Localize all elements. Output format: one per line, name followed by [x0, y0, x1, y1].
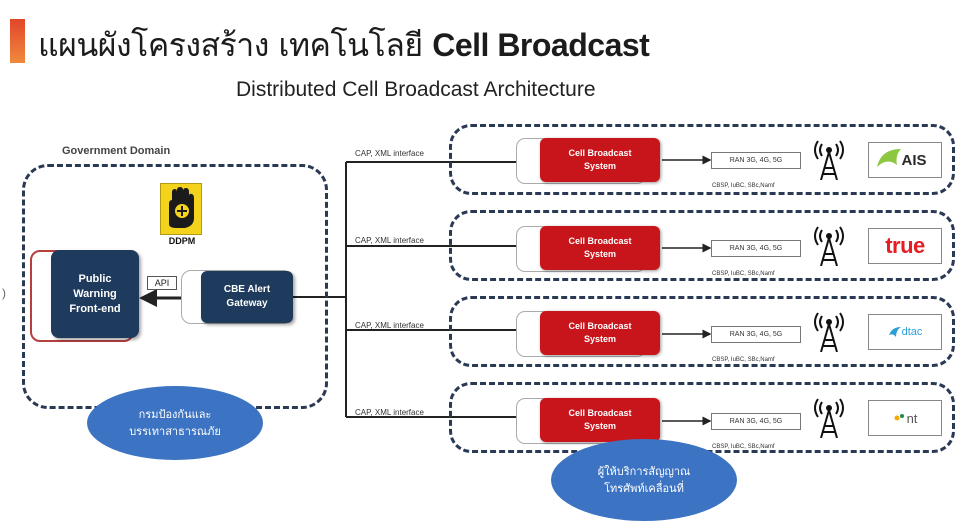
- cbs-line: System: [583, 161, 617, 171]
- dtac-wing-icon: [888, 327, 901, 337]
- cbs-line: System: [583, 249, 617, 259]
- title-thai: แผนผังโครงสร้าง เทคโนโลยี: [38, 26, 433, 64]
- ran-label: RAN 3G, 4G, 5G: [711, 413, 801, 430]
- api-label: API: [147, 276, 177, 290]
- ran-interfaces-label: CBSP, IuBC, SBc,Namf: [712, 271, 775, 277]
- public-warning-line: Front-end: [69, 302, 121, 315]
- cap-interface-label: CAP, XML interface: [355, 321, 424, 330]
- government-oval-line: กรมป้องกันและ: [138, 408, 212, 421]
- cap-interface-label: CAP, XML interface: [355, 149, 424, 158]
- cbe-gateway-line: CBE Alert: [223, 284, 271, 295]
- public-warning-frontend-box: Public Warning Front-end: [51, 250, 139, 338]
- public-warning-line: Warning: [73, 287, 117, 300]
- operator-box-true: [449, 210, 955, 281]
- operator-box-dtac: [449, 296, 955, 367]
- cbs-line: Cell Broadcast: [568, 236, 632, 246]
- cbe-gateway-line: Gateway: [226, 298, 268, 309]
- ran-interfaces-label: CBSP, IuBC, SBc,Namf: [712, 444, 775, 450]
- dtac-logo: dtac: [868, 314, 942, 350]
- ais-logo-text: AIS: [901, 151, 927, 169]
- ais-leaf-icon: [877, 149, 901, 167]
- government-oval-line: บรรเทาสาธารณภัย: [129, 425, 221, 438]
- cell-tower-icon: [814, 312, 844, 352]
- cbs-line: Cell Broadcast: [568, 321, 632, 331]
- true-logo: true: [868, 228, 942, 264]
- page-title: แผนผังโครงสร้าง เทคโนโลยี Cell Broadcast: [38, 20, 650, 71]
- page-subtitle: Distributed Cell Broadcast Architecture: [236, 78, 596, 101]
- dtac-logo-text: dtac: [901, 326, 923, 338]
- title-accent-bar: [10, 19, 25, 63]
- cbs-line: System: [583, 421, 617, 431]
- edge-bracket-icon: ): [2, 286, 6, 300]
- operator-oval-line: โทรศัพท์เคลื่อนที่: [604, 482, 684, 495]
- true-logo-text: true: [885, 233, 925, 258]
- government-domain-label: Government Domain: [62, 145, 171, 157]
- cap-interface-label: CAP, XML interface: [355, 408, 424, 417]
- nt-logo-text: nt: [906, 410, 918, 426]
- ran-interfaces-label: CBSP, IuBC, SBc,Namf: [712, 183, 775, 189]
- mobile-operators-oval: ผู้ให้บริการสัญญาณ โทรศัพท์เคลื่อนที่: [551, 439, 737, 521]
- cell-tower-icon: [814, 140, 844, 180]
- cbs-line: System: [583, 334, 617, 344]
- cell-tower-icon: [814, 398, 844, 438]
- ran-label: RAN 3G, 4G, 5G: [711, 326, 801, 343]
- cbs-line: Cell Broadcast: [568, 408, 632, 418]
- cbs-line: Cell Broadcast: [568, 148, 632, 158]
- ran-label: RAN 3G, 4G, 5G: [711, 240, 801, 257]
- ais-logo: AIS: [868, 142, 942, 178]
- public-warning-line: Public: [78, 272, 112, 285]
- cbe-alert-gateway-box: CBE Alert Gateway: [201, 271, 293, 323]
- nt-mark-icon: [894, 414, 904, 421]
- ddpm-logo-text: DDPM: [168, 236, 196, 246]
- government-agency-oval: กรมป้องกันและ บรรเทาสาธารณภัย: [87, 386, 263, 460]
- cell-tower-icon: [814, 226, 844, 266]
- ddpm-logo-icon: [160, 183, 202, 235]
- nt-logo: nt: [868, 400, 942, 436]
- operator-oval-line: ผู้ให้บริการสัญญาณ: [597, 465, 691, 478]
- operator-box-ais: [449, 124, 955, 195]
- cap-interface-label: CAP, XML interface: [355, 236, 424, 245]
- title-english: Cell Broadcast: [432, 27, 650, 63]
- ran-interfaces-label: CBSP, IuBC, SBc,Namf: [712, 357, 775, 363]
- ran-label: RAN 3G, 4G, 5G: [711, 152, 801, 169]
